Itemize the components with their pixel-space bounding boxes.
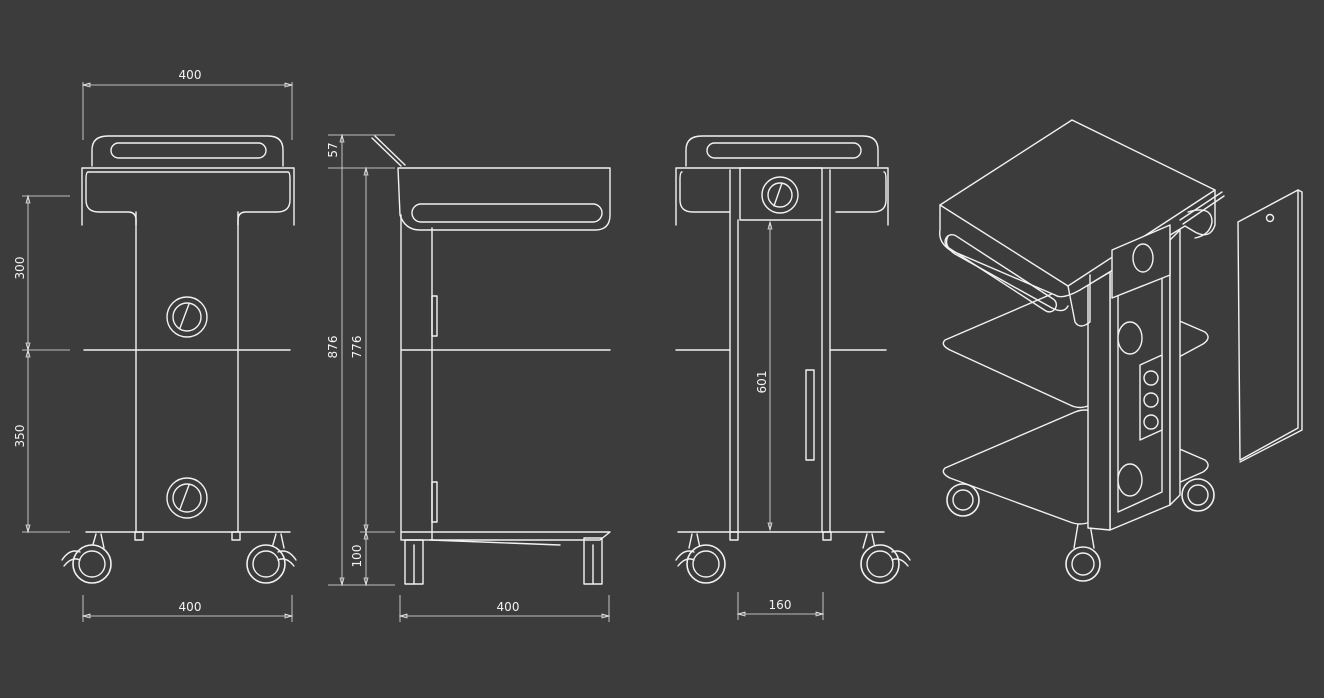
dim-front-upper-height: 300 [13,257,27,280]
dim-back-column-height: 601 [755,371,769,394]
dim-side-total-height: 876 [326,336,340,359]
dim-side-body-height: 776 [350,336,364,359]
front-view: 400 [13,68,297,622]
back-view: 601 160 [675,135,911,620]
dim-front-bottom-width: 400 [179,600,202,614]
dim-front-lower-height: 350 [13,425,27,448]
dim-side-handle-height: 57 [326,142,340,157]
isometric-view [939,119,1303,582]
dim-side-base-height: 100 [350,545,364,568]
dim-front-top-width: 400 [179,68,202,82]
dim-side-depth: 400 [497,600,520,614]
dim-back-column-width: 160 [769,598,792,612]
side-view: 57 876 776 100 400 [326,133,611,622]
